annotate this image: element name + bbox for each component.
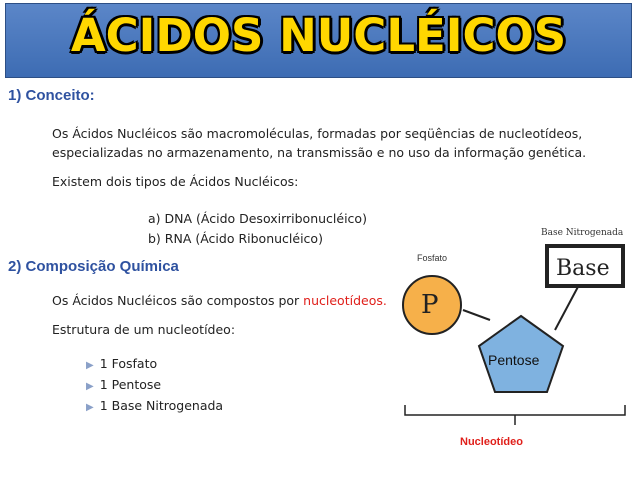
structure-intro: Estrutura de um nucleotídeo: <box>52 322 236 337</box>
component-label: 1 Base Nitrogenada <box>99 398 224 413</box>
title-bar: ÁCIDOS NUCLÉICOS <box>5 3 632 78</box>
section-heading-composition: 2) Composição Química <box>8 258 179 275</box>
composition-highlight: nucleotídeos. <box>303 293 387 308</box>
triangle-right-icon: ▶ <box>86 381 94 392</box>
nucleotide-label: Nucleotídeo <box>460 436 523 448</box>
base-caption: Base Nitrogenada <box>541 228 624 238</box>
nucleotide-bracket <box>404 405 626 416</box>
phosphate-symbol: P <box>421 290 439 320</box>
base-label: Base <box>556 256 610 281</box>
component-label: 1 Pentose <box>99 377 162 392</box>
section-heading-concept: 1) Conceito: <box>8 87 95 104</box>
phosphate-circle <box>402 275 462 335</box>
base-box <box>545 244 625 288</box>
triangle-right-icon: ▶ <box>86 402 94 413</box>
nucleotide-diagram <box>402 244 626 425</box>
type-dna: a) DNA (Ácido Desoxirribonucléico) <box>148 211 367 226</box>
concept-line-2: especializadas no armazenamento, na tran… <box>52 145 587 160</box>
composition-text: Os Ácidos Nucléicos são compostos por nu… <box>52 291 387 310</box>
triangle-right-icon: ▶ <box>86 360 94 371</box>
component-item: ▶ 1 Base Nitrogenada <box>86 398 223 413</box>
types-intro: Existem dois tipos de Ácidos Nucléicos: <box>52 174 299 189</box>
component-item: ▶ 1 Fosfato <box>86 356 157 371</box>
component-item: ▶ 1 Pentose <box>86 377 161 392</box>
type-rna: b) RNA (Ácido Ribonucléico) <box>148 231 323 246</box>
component-label: 1 Fosfato <box>99 356 158 371</box>
pentose-label: Pentose <box>488 352 540 368</box>
composition-prefix: Os Ácidos Nucléicos são compostos por <box>52 293 304 308</box>
pentose-pentagon <box>477 314 565 393</box>
page-title: ÁCIDOS NUCLÉICOS <box>70 9 567 62</box>
concept-line-1: Os Ácidos Nucléicos são macromoléculas, … <box>52 126 583 141</box>
phosphate-label: Fosfato <box>417 253 448 263</box>
